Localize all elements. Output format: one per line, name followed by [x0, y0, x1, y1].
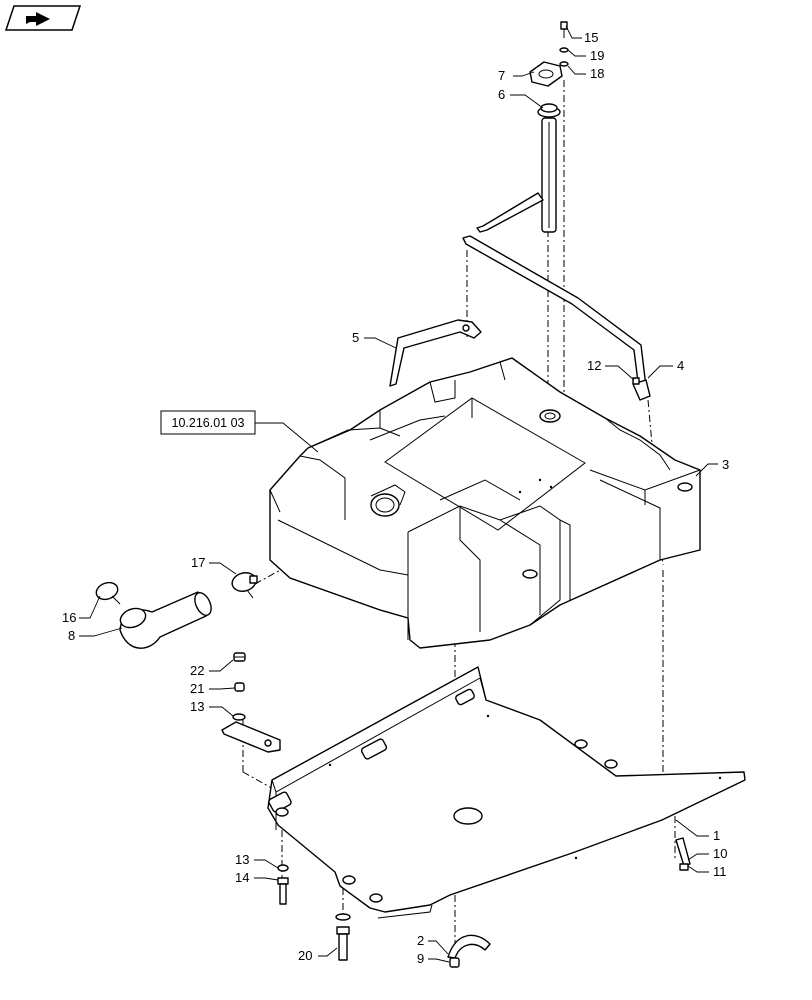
callout-18: 18 — [590, 66, 604, 81]
callout-15: 15 — [584, 30, 598, 45]
callout-14: 14 — [235, 870, 249, 885]
screw-9 — [449, 957, 460, 968]
callout-16: 16 — [62, 610, 76, 625]
callout-10: 10 — [713, 846, 727, 861]
callout-22: 22 — [190, 663, 204, 678]
callout-2: 2 — [417, 933, 424, 948]
washer-13-top — [232, 713, 246, 721]
leader-lines — [79, 25, 718, 963]
sender-screw — [560, 21, 568, 38]
nut-22 — [233, 652, 246, 662]
callout-11: 11 — [713, 864, 727, 879]
washer-20 — [335, 913, 351, 921]
callout-12: 12 — [587, 358, 601, 373]
callout-labels: 15 19 7 18 6 5 12 4 3 17 16 8 22 21 13 1… — [62, 30, 729, 966]
washer-19 — [559, 47, 569, 53]
washer-18 — [559, 61, 569, 67]
callout-5: 5 — [352, 330, 359, 345]
hose-clamp-17 — [231, 572, 258, 599]
callout-19: 19 — [590, 48, 604, 63]
plate-clip — [221, 721, 281, 753]
tank-strap — [462, 235, 651, 401]
callout-21: 21 — [190, 681, 204, 696]
reference-box[interactable]: 10.216.01 03 — [160, 410, 256, 435]
reference-box-label: 10.216.01 03 — [172, 416, 245, 430]
callout-20: 20 — [298, 948, 312, 963]
callout-4: 4 — [677, 358, 684, 373]
spacer-21 — [234, 682, 245, 692]
strap-bolt — [632, 377, 640, 385]
callout-17: 17 — [191, 555, 205, 570]
bolt-20 — [336, 926, 350, 961]
fuel-sender-unit — [476, 103, 561, 233]
folder-arrow-icon[interactable] — [4, 5, 82, 31]
retaining-bracket — [389, 319, 482, 387]
clip-2 — [447, 934, 491, 959]
fuel-tank — [269, 357, 701, 649]
callout-13-bottom: 13 — [235, 852, 249, 867]
callout-1: 1 — [713, 828, 720, 843]
callout-7: 7 — [498, 68, 505, 83]
bolt-14 — [277, 877, 289, 905]
hose-clamp-16 — [95, 581, 121, 605]
callout-13-top: 13 — [190, 699, 204, 714]
callout-8: 8 — [68, 628, 75, 643]
sender-gasket — [529, 61, 563, 87]
callout-3: 3 — [722, 457, 729, 472]
filler-hose — [119, 591, 212, 649]
washer-13-bottom — [277, 864, 289, 872]
callout-6: 6 — [498, 87, 505, 102]
bolt-10-11 — [675, 837, 691, 871]
callout-9: 9 — [417, 951, 424, 966]
mounting-plate — [267, 666, 746, 919]
